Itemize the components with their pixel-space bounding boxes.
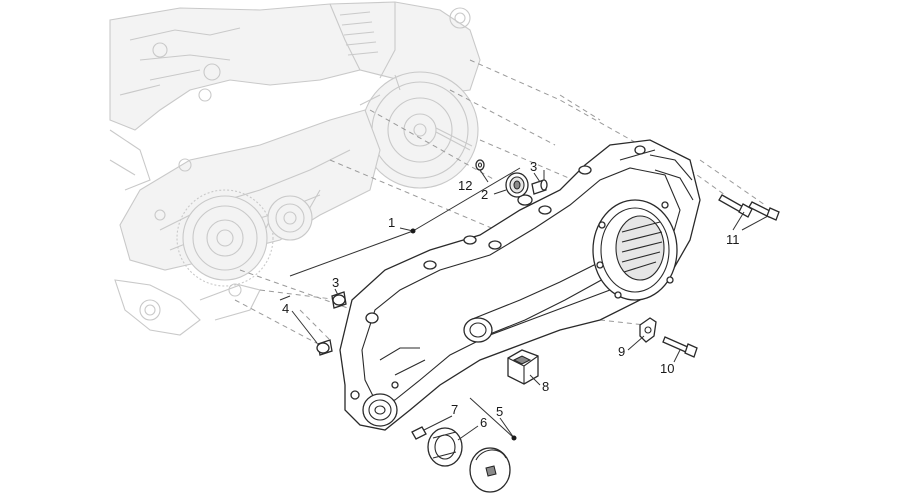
callout-4: 4 xyxy=(282,301,289,316)
callout-9: 9 xyxy=(618,344,625,359)
part-12-ring xyxy=(475,159,485,171)
leader-lines xyxy=(279,167,769,441)
callouts: 1 2 3 3 4 5 6 7 8 9 10 11 12 xyxy=(282,159,740,430)
callout-10: 10 xyxy=(660,361,674,376)
callout-3-upper: 3 xyxy=(530,159,537,174)
part-7-washer xyxy=(411,426,427,440)
callout-8: 8 xyxy=(542,379,549,394)
callout-2: 2 xyxy=(481,187,488,202)
part-2-bearing xyxy=(505,172,529,198)
callout-6: 6 xyxy=(480,415,487,430)
part-10-bolt xyxy=(662,336,698,358)
part-4-bushing xyxy=(316,339,333,356)
callout-11: 11 xyxy=(726,232,740,247)
engine-background xyxy=(109,1,481,336)
part-6-cap xyxy=(427,427,463,467)
part-11-bolts xyxy=(718,194,780,221)
part-3-dowel-lower xyxy=(331,291,347,309)
callout-12: 12 xyxy=(458,178,472,193)
callout-3-lower: 3 xyxy=(332,275,339,290)
part-5-dome-cap xyxy=(469,447,511,493)
callout-1: 1 xyxy=(388,215,395,230)
transmission-cover xyxy=(339,139,701,431)
part-9-clip xyxy=(639,317,657,343)
callout-7: 7 xyxy=(451,402,458,417)
callout-5: 5 xyxy=(496,404,503,419)
